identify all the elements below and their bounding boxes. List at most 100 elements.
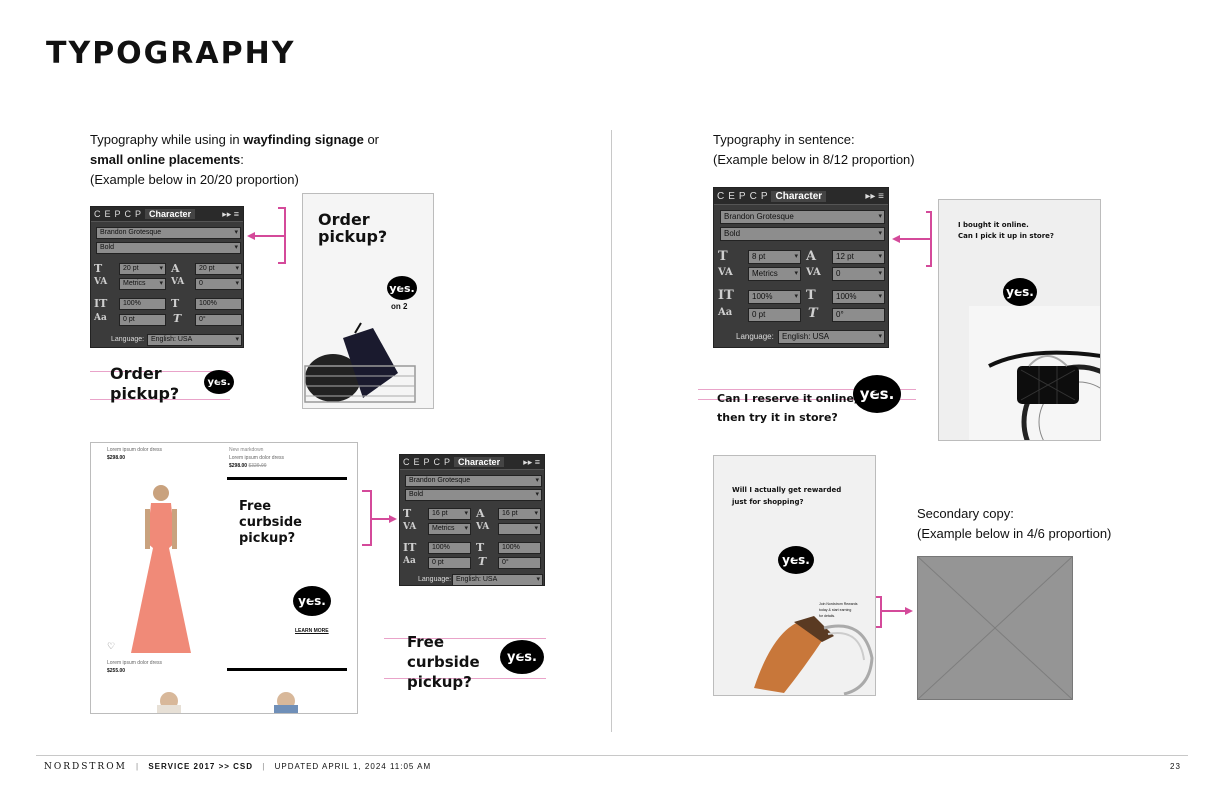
font-size-icon: T (94, 262, 103, 275)
tab-character[interactable]: Character (454, 457, 505, 467)
brand-logo: NORDSTROM (44, 762, 127, 772)
yes-bubble: yes. (293, 586, 331, 616)
baseline-shift-field[interactable]: 0 pt (748, 308, 801, 322)
baseline-shift-icon: Aa (403, 556, 416, 566)
font-family-select[interactable]: Brandon Grotesque (405, 475, 542, 487)
leading-icon: A (171, 262, 180, 275)
vertical-scale-field[interactable]: 100% (428, 542, 471, 554)
tracking-field[interactable] (498, 523, 541, 535)
tab-character[interactable]: Character (145, 209, 196, 219)
secondary-intro: Secondary copy: (Example below in 4/6 pr… (917, 506, 1112, 541)
horizontal-scale-field[interactable]: 100% (498, 542, 541, 554)
baseline-shift-field[interactable]: 0 pt (119, 314, 166, 326)
markdown-tag: New markdown (229, 447, 264, 453)
skew-field[interactable]: 0° (195, 314, 242, 326)
panel-menu-icon[interactable]: ▸▸ ≡ (523, 456, 540, 467)
tracking-field[interactable]: 0 (195, 278, 242, 290)
vertical-scale-field[interactable]: 100% (748, 290, 801, 304)
font-size-field[interactable]: 8 pt (748, 250, 801, 264)
free-curbside-headline: Free curbside pickup? (407, 633, 480, 691)
font-style-select[interactable]: Bold (720, 227, 885, 241)
language-select[interactable]: English: USA (778, 330, 885, 344)
card-copy: Will I actually get rewarded just for sh… (732, 486, 842, 506)
promo-rule (227, 668, 347, 671)
yes-bubble: yes. (204, 370, 234, 394)
kerning-field[interactable]: Metrics (119, 278, 166, 290)
yes-bubble: yes. (387, 276, 417, 300)
font-style-select[interactable]: Bold (96, 242, 241, 254)
learn-more-link[interactable]: LEARN MORE (295, 628, 329, 634)
panel-menu-icon[interactable]: ▸▸ ≡ (865, 190, 884, 202)
panel-menu-icon[interactable]: ▸▸ ≡ (222, 208, 239, 219)
baseline-shift-field[interactable]: 0 pt (428, 557, 471, 569)
product-name: Lorem ipsum dolor dress (229, 455, 285, 461)
heart-icon[interactable]: ♡ (107, 641, 116, 651)
tracking-field[interactable]: 0 (832, 267, 885, 281)
horizontal-scale-field[interactable]: 100% (832, 290, 885, 304)
language-select[interactable]: English: USA (147, 334, 242, 346)
font-family-select[interactable]: Brandon Grotesque (96, 227, 241, 239)
product-name: Lorem ipsum dolor dress (107, 447, 163, 453)
language-label: Language: (736, 332, 774, 341)
footer-meta: NORDSTROM | SERVICE 2017 >> CSD | UPDATE… (44, 762, 432, 772)
skew-field[interactable]: 0° (498, 557, 541, 569)
baseline-shift-icon: Aa (94, 313, 107, 323)
font-style-select[interactable]: Bold (405, 489, 542, 501)
product-name: Lorem ipsum dolor dress (107, 660, 163, 666)
horizontal-scale-icon: T (476, 541, 485, 554)
vertical-scale-icon: IT (403, 541, 417, 554)
bicycle-card: I bought it online. Can I pick it up in … (938, 199, 1101, 441)
card-copy: I bought it online. Can I pick it up in … (958, 221, 1054, 240)
vertical-scale-field[interactable]: 100% (119, 298, 166, 310)
leading-icon: A (806, 249, 817, 264)
baseline-shift-icon: Aa (718, 307, 733, 318)
updated-label: UPDATED APRIL 1, 2024 11:05 AM (274, 762, 432, 771)
page-number: 23 (1170, 762, 1181, 771)
font-family-select[interactable]: Brandon Grotesque (720, 210, 885, 224)
kerning-field[interactable]: Metrics (748, 267, 801, 281)
tab-character[interactable]: Character (771, 190, 827, 202)
page-title: TYPOGRAPHY (46, 36, 296, 71)
horizontal-scale-icon: T (806, 288, 816, 303)
font-size-icon: T (403, 507, 412, 520)
image-placeholder (917, 556, 1073, 700)
leading-field[interactable]: 16 pt (498, 508, 541, 520)
skew-icon: T (808, 306, 818, 321)
kerning-icon: VA (718, 267, 733, 278)
boot-photo (754, 616, 874, 695)
secondary-copy: Join Nordstrom Rewards today & start ear… (819, 602, 858, 618)
tracking-icon: VA (171, 277, 185, 287)
leading-icon: A (476, 507, 485, 520)
kerning-field[interactable]: Metrics (428, 523, 471, 535)
coral-dress-photo[interactable] (121, 483, 201, 661)
left-intro: Typography while using in wayfinding sig… (90, 132, 379, 187)
language-label: Language: (418, 576, 452, 583)
font-size-icon: T (718, 249, 728, 264)
tracking-icon: VA (476, 522, 490, 532)
language-select[interactable]: English: USA (452, 574, 543, 586)
yes-bubble: yes. (778, 546, 814, 574)
floor-label: on 2 (391, 302, 408, 311)
bicycle-handbag-photo (969, 306, 1100, 440)
footer-rule (36, 755, 1188, 756)
pink-bracket (284, 207, 286, 264)
service-label: SERVICE 2017 >> CSD (148, 762, 254, 771)
model-thumbnails (157, 692, 298, 713)
skew-icon: T (478, 555, 487, 568)
horizontal-scale-field[interactable]: 100% (195, 298, 242, 310)
pink-arrow (882, 610, 906, 612)
leading-field[interactable]: 20 pt (195, 263, 242, 275)
skew-field[interactable]: 0° (832, 308, 885, 322)
promo-rule (227, 477, 347, 480)
kerning-icon: VA (94, 277, 108, 287)
leading-field[interactable]: 12 pt (832, 250, 885, 264)
font-size-field[interactable]: 16 pt (428, 508, 471, 520)
order-pickup-card: Order pickup? yes. on 2 (302, 193, 434, 409)
yes-bubble: yes. (500, 640, 544, 674)
font-size-field[interactable]: 20 pt (119, 263, 166, 275)
